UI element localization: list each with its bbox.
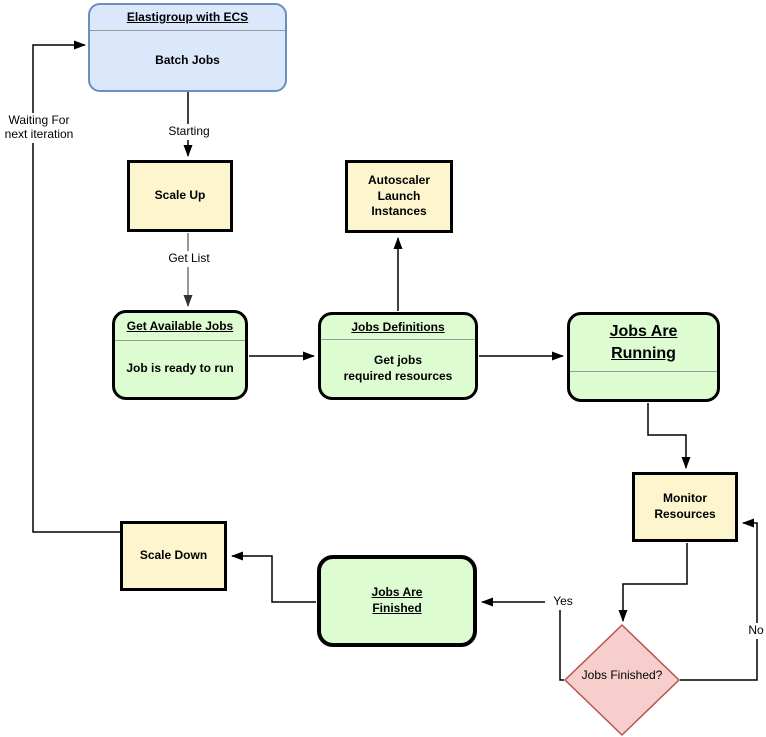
node-jobs-definitions-body: Get jobs required resources [343,352,453,383]
node-jobs-are-finished-label: Jobs Are Finished [371,585,423,615]
edge-no-loop [680,518,758,681]
edge-finished-to-scaledown [231,551,316,603]
edge-yes [481,597,564,681]
edge-label-get-list: Get List [158,251,220,267]
node-elastigroup-title: Elastigroup with ECS [90,5,285,31]
node-get-available-jobs-title: Get Available Jobs [115,313,245,341]
node-scale-down-label: Scale Down [139,548,208,563]
node-jobs-are-running-title: Jobs Are Running [570,315,717,372]
decision-jobs-finished-label: Jobs Finished? [581,668,663,682]
edge-label-starting: Starting [156,124,222,140]
node-jobs-are-running: Jobs Are Running [567,312,720,402]
edge-running-to-monitor [647,403,691,469]
node-jobs-are-finished: Jobs Are Finished [317,555,477,647]
node-scale-up: Scale Up [127,160,233,232]
node-monitor-resources-label: Monitor Resources [654,491,716,521]
node-elastigroup-batch-jobs: Elastigroup with ECS Batch Jobs [88,3,287,92]
node-scale-up-label: Scale Up [154,188,206,203]
node-autoscaler-label: Autoscaler Launch Instances [367,173,431,219]
node-jobs-definitions-title: Jobs Definitions [321,315,475,340]
decision-diamond-shape [563,623,681,737]
node-get-available-jobs: Get Available Jobs Job is ready to run [112,310,248,400]
node-get-available-jobs-body: Job is ready to run [126,361,234,376]
node-monitor-resources: Monitor Resources [632,472,738,542]
edge-waiting-loop [32,40,120,533]
edge-label-yes: Yes [545,594,581,610]
edge-label-no: No [742,623,766,639]
node-jobs-are-running-body [570,372,717,399]
node-scale-down: Scale Down [120,521,227,591]
node-elastigroup-body: Batch Jobs [155,52,220,67]
edge-monitor-to-decision [618,543,688,622]
edge-label-waiting-for-next-iteration: Waiting For next iteration [0,113,78,143]
node-jobs-definitions: Jobs Definitions Get jobs required resou… [318,312,478,400]
node-autoscaler-launch-instances: Autoscaler Launch Instances [345,160,453,233]
